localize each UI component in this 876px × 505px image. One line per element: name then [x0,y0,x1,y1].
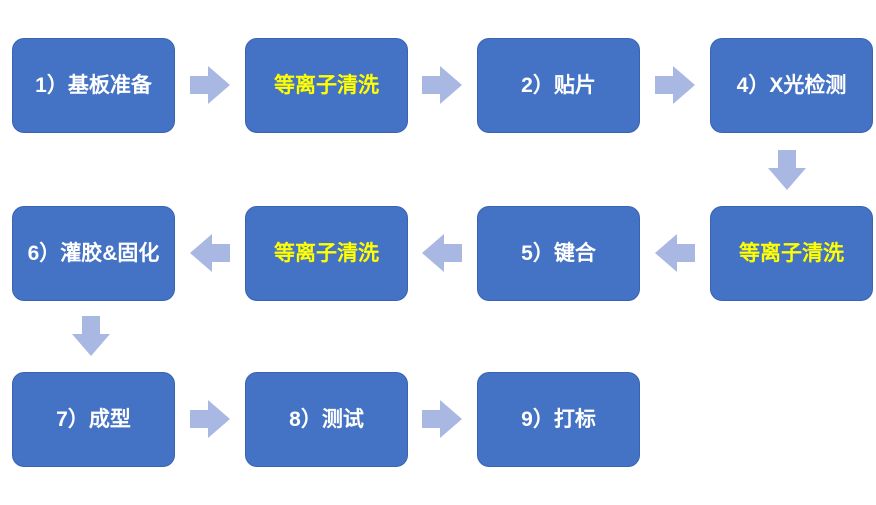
arrow-down-icon [72,316,110,356]
node-label: 等离子清洗 [274,73,379,97]
node-label: 6）灌胶&固化 [27,241,160,265]
node-label: 4）X光检测 [736,73,847,97]
node-label: 等离子清洗 [739,241,844,265]
node-plasma-clean-3: 等离子清洗 [245,206,408,301]
node-label: 等离子清洗 [274,241,379,265]
node-step-7-molding: 7）成型 [12,372,175,467]
node-step-9-marking: 9）打标 [477,372,640,467]
node-label: 9）打标 [521,407,596,431]
arrow-right-icon [190,66,230,104]
arrow-down-icon [768,150,806,190]
node-step-2-die-attach: 2）贴片 [477,38,640,133]
node-label: 5）键合 [521,241,596,265]
arrow-right-icon [190,400,230,438]
arrow-left-icon [190,234,230,272]
node-step-8-testing: 8）测试 [245,372,408,467]
node-label: 7）成型 [56,407,131,431]
node-label: 2）贴片 [521,73,596,97]
node-step-6-potting-curing: 6）灌胶&固化 [12,206,175,301]
node-step-4-xray-inspection: 4）X光检测 [710,38,873,133]
arrow-right-icon [422,400,462,438]
arrow-left-icon [422,234,462,272]
node-label: 8）测试 [289,407,364,431]
node-plasma-clean-2: 等离子清洗 [710,206,873,301]
node-step-5-bonding: 5）键合 [477,206,640,301]
arrow-left-icon [655,234,695,272]
node-step-1-substrate-prep: 1）基板准备 [12,38,175,133]
arrow-right-icon [422,66,462,104]
node-label: 1）基板准备 [35,73,152,97]
node-plasma-clean-1: 等离子清洗 [245,38,408,133]
arrow-right-icon [655,66,695,104]
